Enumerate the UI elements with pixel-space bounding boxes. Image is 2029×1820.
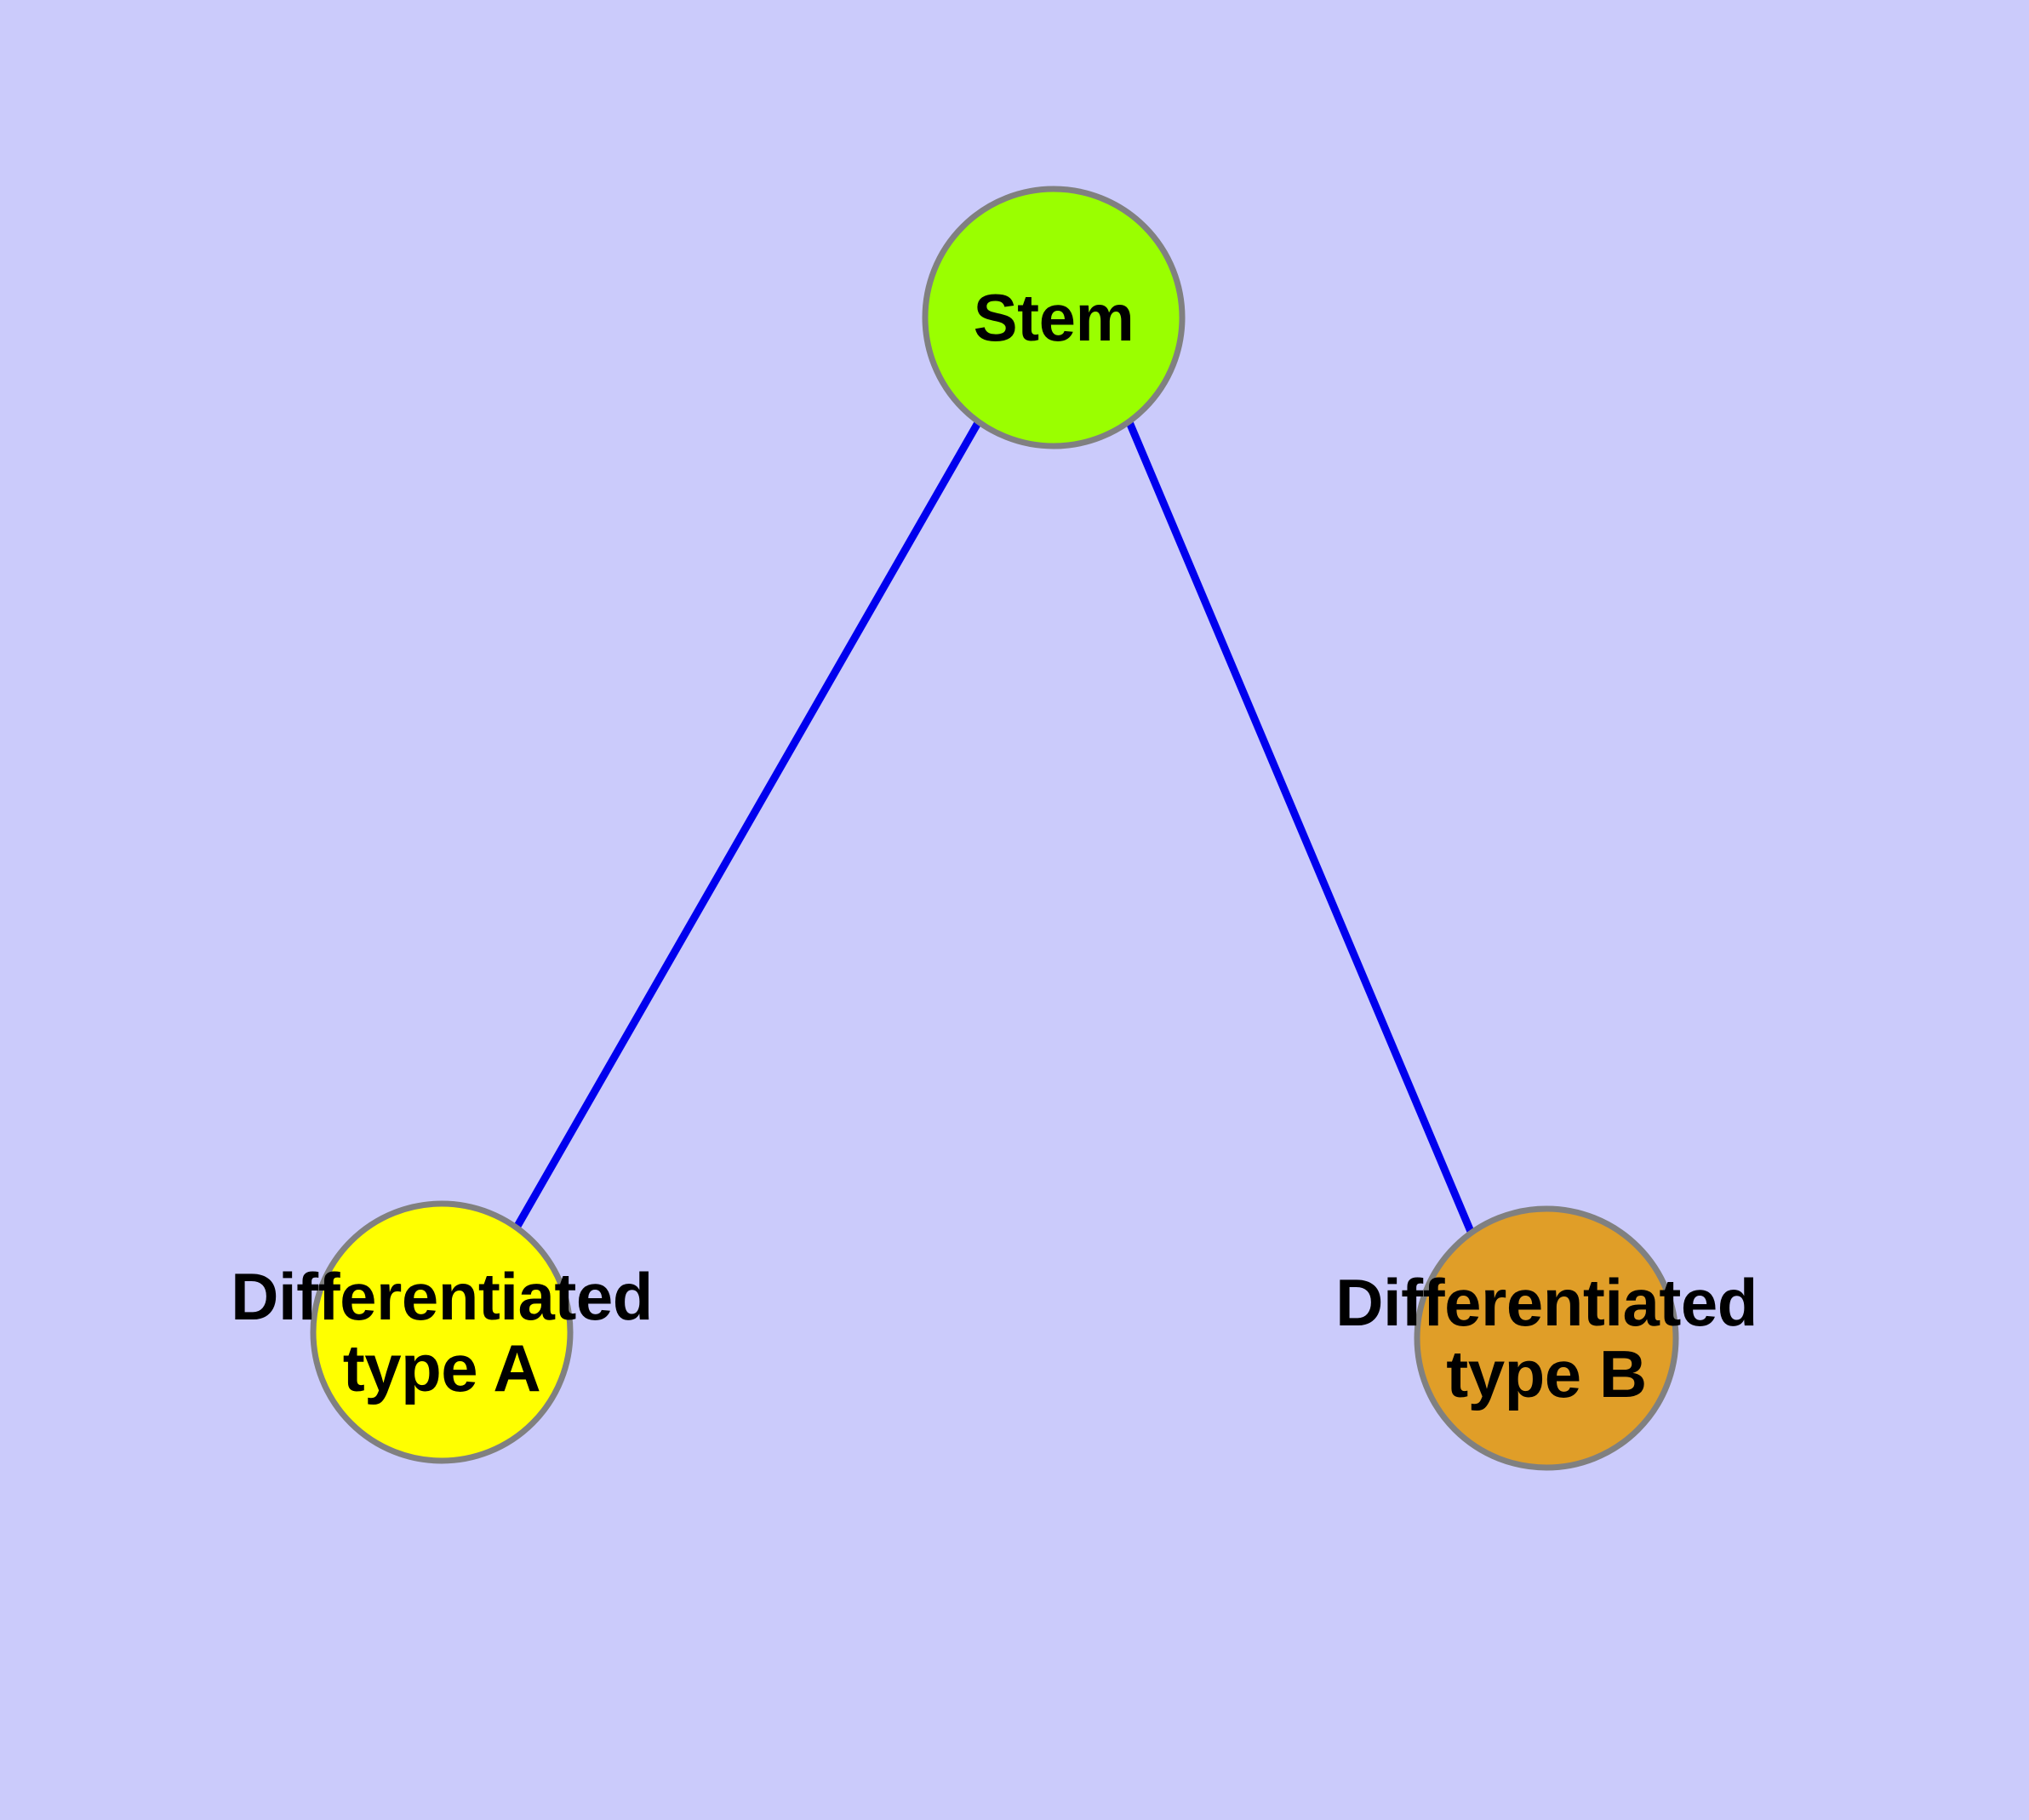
edge-stem-to-differentiated-type-a[interactable]: [513, 419, 982, 1230]
edge-stem-to-differentiated-type-b[interactable]: [1125, 421, 1476, 1235]
node-stem[interactable]: [922, 186, 1186, 449]
node-differentiated-type-a[interactable]: [310, 1200, 574, 1464]
node-layer: [310, 186, 1679, 1471]
node-differentiated-type-b[interactable]: [1414, 1205, 1679, 1471]
edge-layer: [513, 419, 1476, 1235]
